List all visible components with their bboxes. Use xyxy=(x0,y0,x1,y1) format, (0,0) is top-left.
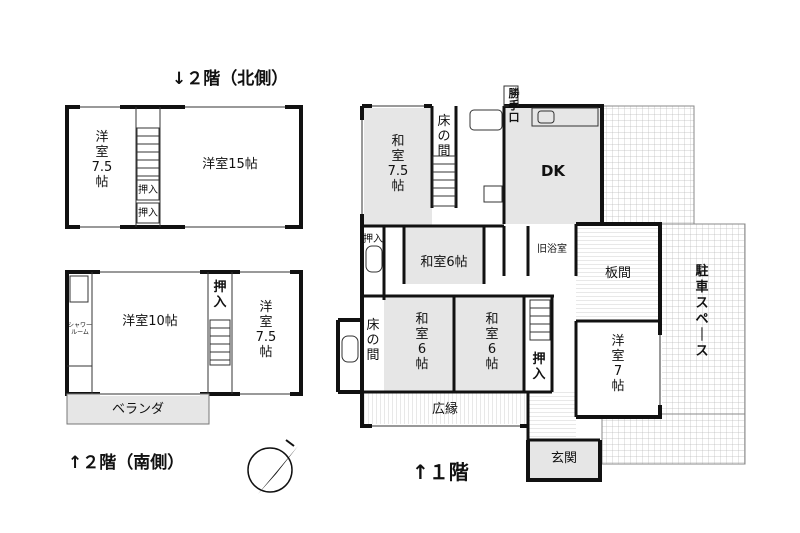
dining-kitchen: DK xyxy=(540,162,566,180)
north-arrow-icon xyxy=(247,439,298,494)
floor2-south-plan xyxy=(65,270,303,425)
closet-north-1: 押入 xyxy=(138,185,158,196)
room-japanese-6b: 和 室 6 帖 xyxy=(485,312,499,372)
room-western-75-south: 洋 室 7.5 帖 xyxy=(255,300,277,360)
shower-room: シャワー ルーム xyxy=(67,322,92,336)
floor1-plan xyxy=(336,85,746,482)
genkan-entrance: 玄関 xyxy=(550,451,577,466)
room-western-10: 洋室10帖 xyxy=(122,314,178,329)
alcove-1: 床 の 間 xyxy=(437,114,451,159)
room-japanese-6: 和室6帖 xyxy=(420,255,468,270)
veranda: ベランダ xyxy=(111,402,164,417)
back-door-label: 勝 手 口 xyxy=(508,87,520,124)
closet-1f-2: 押 入 xyxy=(532,352,546,382)
closet-north-2: 押入 xyxy=(138,208,158,219)
floor2-south-heading: ↑２階（南側） xyxy=(68,453,185,473)
closet-1f-1: 押入 xyxy=(363,234,383,245)
floor2-north-plan xyxy=(65,105,303,229)
hiroen-veranda: 広縁 xyxy=(431,402,458,417)
floor2-north-heading: ↓２階（北側） xyxy=(172,69,289,89)
closet-south: 押 入 xyxy=(213,280,227,310)
itama-wood-floor: 板間 xyxy=(604,266,631,281)
parking-space: 駐 車 ス ペ ｜ ス xyxy=(695,264,709,359)
floor1-heading: ↑１階 xyxy=(412,460,469,484)
old-bathroom: 旧浴室 xyxy=(537,244,567,255)
room-western-15: 洋室15帖 xyxy=(202,157,258,172)
room-western-75-north: 洋 室 7.5 帖 xyxy=(91,130,113,190)
alcove-2: 床 の 間 xyxy=(366,318,380,363)
room-japanese-6a: 和 室 6 帖 xyxy=(415,312,429,372)
room-western-7: 洋 室 7 帖 xyxy=(611,334,625,394)
room-japanese-75: 和 室 7.5 帖 xyxy=(387,134,409,194)
